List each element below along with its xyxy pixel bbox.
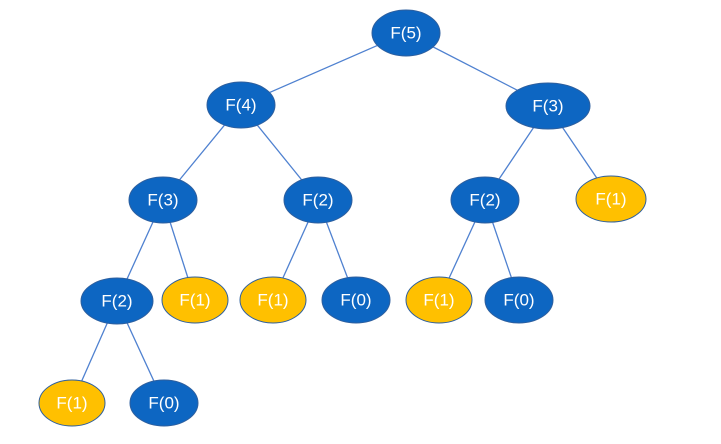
tree-node-n0: F(5): [371, 9, 441, 57]
recursive-node-shape: [450, 176, 520, 224]
node-label: F(1): [595, 190, 626, 209]
node-label: F(2): [469, 191, 500, 210]
base-case-node-shape: [405, 276, 473, 324]
node-label: F(3): [532, 97, 563, 116]
node-label: F(1): [179, 291, 210, 310]
tree-node-n9: F(1): [239, 276, 307, 324]
tree-node-n11: F(1): [405, 276, 473, 324]
tree-node-n6: F(1): [575, 175, 647, 223]
recursive-node-shape: [484, 276, 554, 324]
tree-node-n13: F(1): [38, 379, 106, 427]
recursive-node-shape: [505, 82, 591, 130]
tree-node-n14: F(0): [129, 379, 199, 427]
tree-node-n5: F(2): [450, 176, 520, 224]
tree-node-n10: F(0): [321, 276, 391, 324]
node-label: F(1): [423, 291, 454, 310]
node-label: F(0): [340, 291, 371, 310]
base-case-node-shape: [161, 276, 229, 324]
node-label: F(0): [148, 394, 179, 413]
node-label: F(5): [390, 24, 421, 43]
base-case-node-shape: [239, 276, 307, 324]
node-label: F(3): [147, 191, 178, 210]
recursive-node-shape: [129, 379, 199, 427]
nodes-layer: F(5) F(4) F(3) F(3) F(2) F(2) F(1) F(2) F(1) F(1)…: [38, 9, 647, 427]
tree-node-n3: F(3): [128, 176, 198, 224]
recursive-node-shape: [321, 276, 391, 324]
node-label: F(1): [257, 291, 288, 310]
tree-node-n12: F(0): [484, 276, 554, 324]
base-case-node-shape: [575, 175, 647, 223]
recursive-node-shape: [80, 277, 154, 325]
tree-node-n7: F(2): [80, 277, 154, 325]
tree-node-n4: F(2): [283, 176, 353, 224]
tree-node-n8: F(1): [161, 276, 229, 324]
tree-node-n1: F(4): [206, 81, 276, 129]
recursive-node-shape: [371, 9, 441, 57]
recursive-node-shape: [128, 176, 198, 224]
recursive-node-shape: [283, 176, 353, 224]
base-case-node-shape: [38, 379, 106, 427]
node-label: F(4): [225, 96, 256, 115]
recursive-node-shape: [206, 81, 276, 129]
node-label: F(1): [56, 394, 87, 413]
node-label: F(0): [503, 291, 534, 310]
tree-node-n2: F(3): [505, 82, 591, 130]
node-label: F(2): [101, 292, 132, 311]
node-label: F(2): [302, 191, 333, 210]
